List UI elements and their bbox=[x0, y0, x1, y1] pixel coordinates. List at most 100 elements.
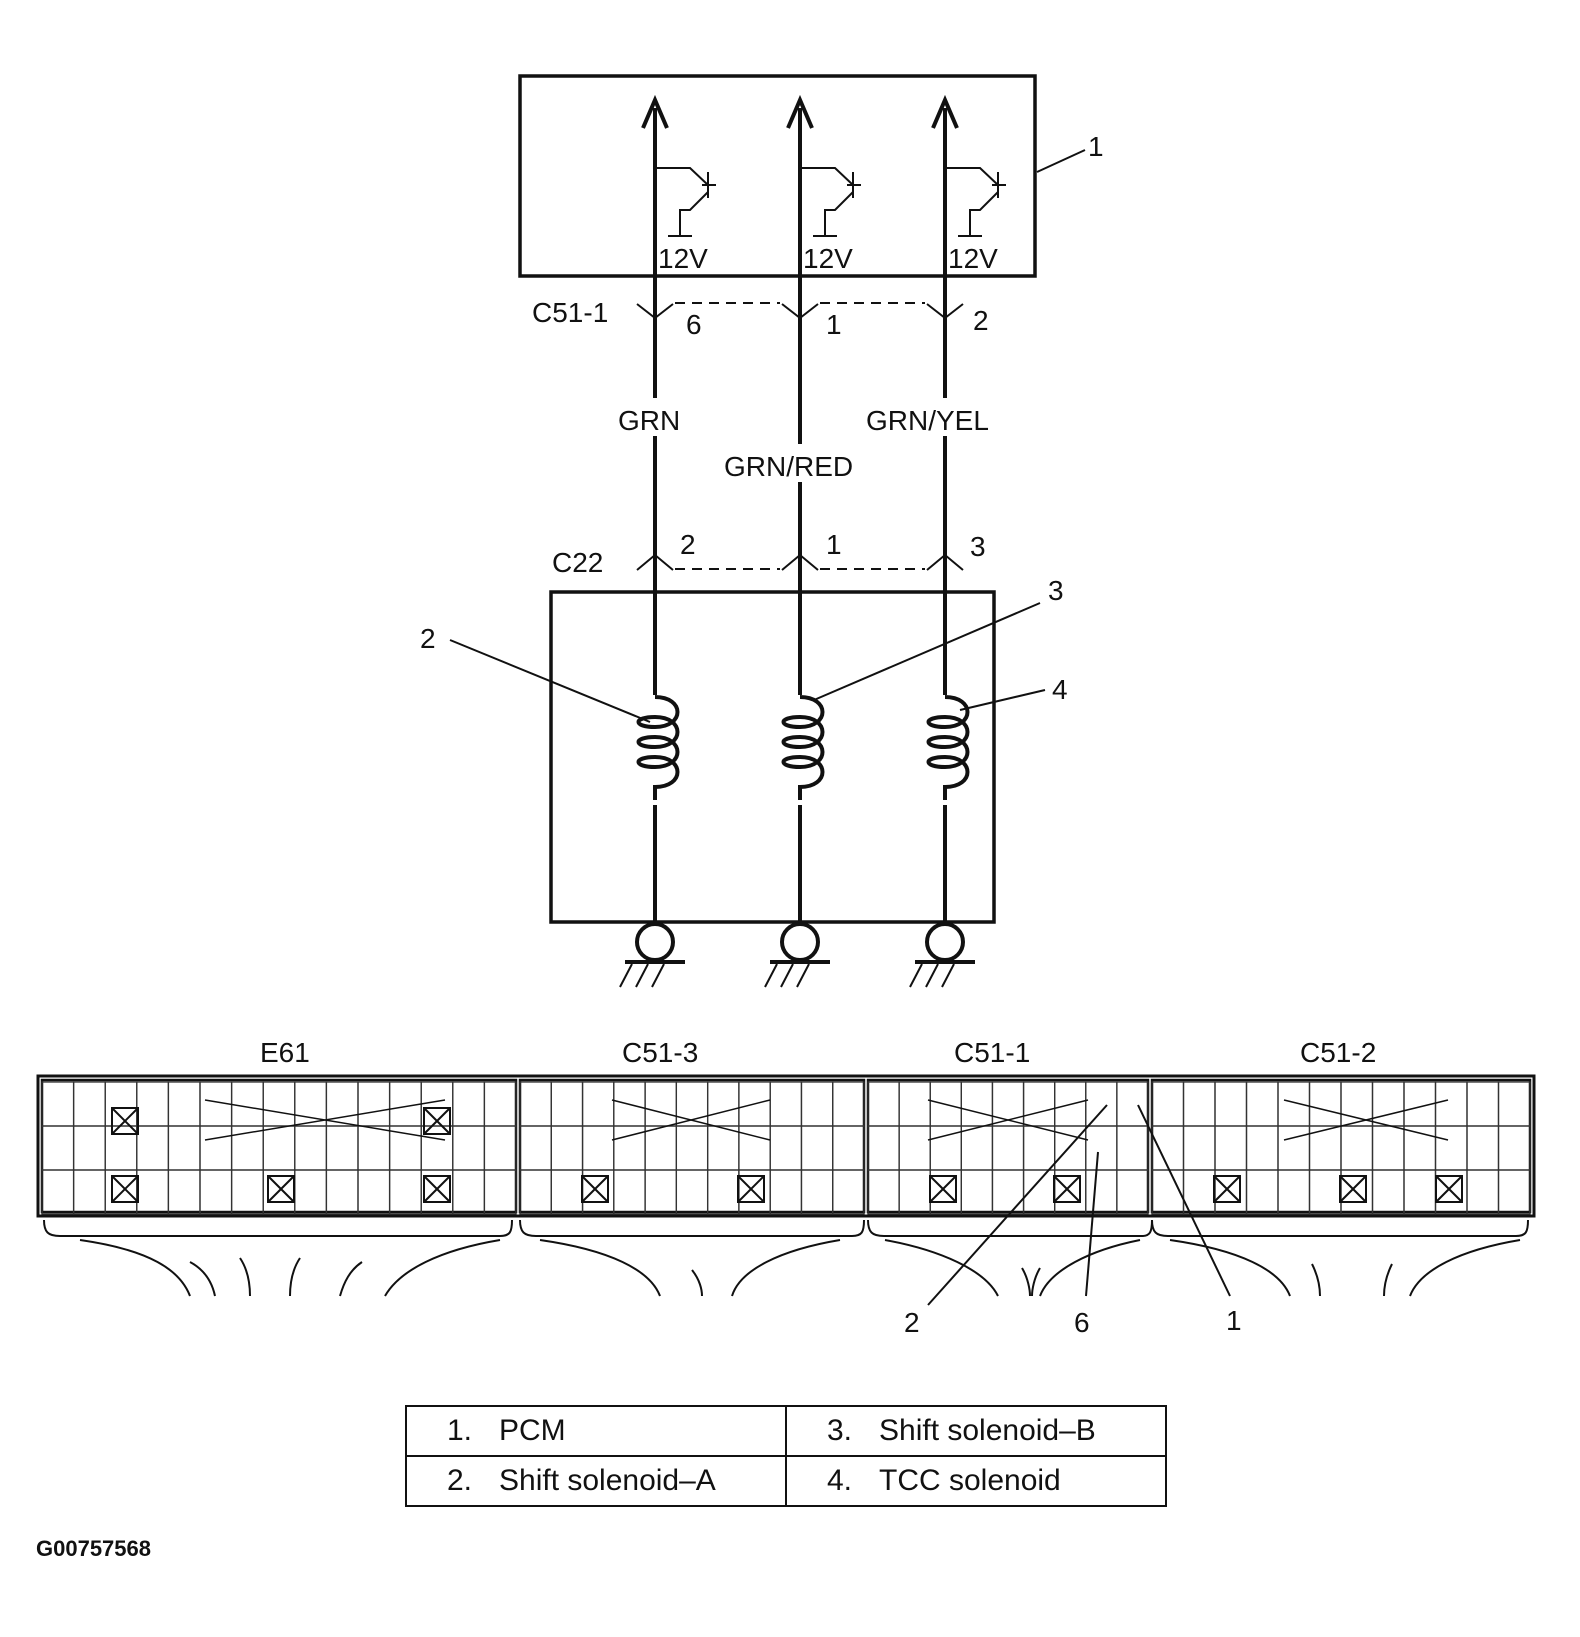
pin-cell bbox=[832, 1125, 865, 1171]
connector-c22: C22 2 1 3 bbox=[552, 529, 986, 578]
ground-3 bbox=[909, 922, 975, 988]
connector-section bbox=[518, 1078, 866, 1214]
pin-cell bbox=[1245, 1081, 1279, 1127]
pin-cell bbox=[867, 1125, 900, 1171]
pin-cell bbox=[960, 1125, 994, 1171]
legend-row: 2.Shift solenoid–A 4.TCC solenoid bbox=[405, 1455, 1167, 1507]
blocked-pin bbox=[1339, 1175, 1367, 1203]
pin-cell bbox=[769, 1125, 803, 1171]
blocked-pin bbox=[1435, 1175, 1463, 1203]
pin-cell bbox=[613, 1169, 646, 1215]
pin-cell bbox=[1277, 1125, 1311, 1171]
pin-cell bbox=[991, 1169, 1025, 1215]
legend-table: 1.PCM 3.Shift solenoid–B 2.Shift solenoi… bbox=[405, 1405, 1167, 1507]
pin-cell bbox=[136, 1081, 170, 1127]
pin-cell bbox=[167, 1125, 201, 1171]
face-label-c51-1: C51-1 bbox=[954, 1037, 1030, 1068]
pin-cell bbox=[452, 1125, 486, 1171]
figure-id: G00757568 bbox=[36, 1536, 151, 1561]
legend-item-shift-solenoid-b: 3.Shift solenoid–B bbox=[785, 1405, 1167, 1457]
pin-cell bbox=[1182, 1081, 1216, 1127]
c51-1-pin-2: 2 bbox=[973, 305, 989, 336]
blocked-pin bbox=[267, 1175, 295, 1203]
solenoid-box bbox=[549, 590, 996, 924]
key-cross bbox=[1283, 1099, 1449, 1141]
pin-cell bbox=[960, 1081, 994, 1127]
pin-cell bbox=[898, 1081, 931, 1127]
blocked-pin bbox=[737, 1175, 765, 1203]
blocked-pin bbox=[581, 1175, 609, 1203]
pin-cell bbox=[581, 1125, 615, 1171]
supply-12v-1: 12V bbox=[658, 243, 708, 274]
blocked-pin bbox=[581, 1175, 609, 1203]
face-label-c51-3: C51-3 bbox=[622, 1037, 698, 1068]
pin-cell bbox=[167, 1169, 201, 1215]
blocked-pin bbox=[929, 1175, 957, 1203]
pin-cell bbox=[1085, 1125, 1118, 1171]
supply-12v-2: 12V bbox=[803, 243, 853, 274]
pin-cell bbox=[1151, 1125, 1185, 1171]
pcm-callout: 1 bbox=[1088, 131, 1104, 162]
pin-cell bbox=[581, 1081, 615, 1127]
pin-cell bbox=[1497, 1169, 1531, 1215]
pin-cell bbox=[1466, 1081, 1500, 1127]
pin-cell bbox=[1214, 1081, 1248, 1127]
legend-item-shift-solenoid-a: 2.Shift solenoid–A bbox=[405, 1455, 787, 1507]
connector-c51-1: C51-1 6 1 2 bbox=[532, 297, 989, 340]
pin-cell bbox=[41, 1081, 75, 1127]
c51-1-pin-1: 1 bbox=[826, 309, 842, 340]
pin-cell bbox=[325, 1169, 359, 1215]
pin-cell bbox=[1116, 1125, 1149, 1171]
wire-label-grn-red: GRN/RED bbox=[724, 451, 853, 482]
pin-cell bbox=[800, 1169, 834, 1215]
pin-cell bbox=[1085, 1169, 1118, 1215]
blocked-pin bbox=[111, 1175, 139, 1203]
pin-cell bbox=[41, 1125, 75, 1171]
pin-cell bbox=[1182, 1125, 1216, 1171]
pin-cell bbox=[1466, 1169, 1500, 1215]
blocked-pin bbox=[929, 1175, 957, 1203]
blocked-pin bbox=[1053, 1175, 1081, 1203]
pin-cell bbox=[867, 1169, 900, 1215]
pin-cell bbox=[832, 1081, 865, 1127]
pin-cell bbox=[483, 1081, 517, 1127]
pin-cell bbox=[1308, 1081, 1342, 1127]
c51-1-pin-6: 6 bbox=[686, 309, 702, 340]
legend-row: 1.PCM 3.Shift solenoid–B bbox=[405, 1405, 1167, 1457]
pin-callout-1: 1 bbox=[1226, 1305, 1242, 1336]
pin-cell bbox=[1022, 1081, 1056, 1127]
pin-cell bbox=[1497, 1081, 1531, 1127]
pin-cell bbox=[199, 1125, 233, 1171]
blocked-pin bbox=[423, 1175, 451, 1203]
pin-cell bbox=[644, 1125, 678, 1171]
blocked-pin bbox=[267, 1175, 295, 1203]
pin-cell bbox=[357, 1125, 391, 1171]
pin-cell bbox=[1151, 1169, 1185, 1215]
blocked-pin bbox=[423, 1107, 451, 1135]
pin-cell bbox=[1151, 1081, 1185, 1127]
pin-cell bbox=[519, 1081, 552, 1127]
transistor-3: 12V bbox=[945, 167, 1006, 274]
coil-tcc-solenoid bbox=[926, 695, 970, 805]
pin-cell bbox=[420, 1081, 454, 1127]
pin-cell bbox=[72, 1081, 106, 1127]
coil-callout-4: 4 bbox=[1052, 674, 1068, 705]
pin-callout-6: 6 bbox=[1074, 1307, 1090, 1338]
pin-cell bbox=[357, 1169, 391, 1215]
key-cross bbox=[611, 1099, 771, 1141]
pcm-callout-leader bbox=[1036, 149, 1086, 173]
pin-cell bbox=[644, 1081, 678, 1127]
blocked-pin bbox=[1053, 1175, 1081, 1203]
pin-cell bbox=[1403, 1169, 1437, 1215]
pin-cell bbox=[1245, 1125, 1279, 1171]
pin-cell bbox=[72, 1169, 106, 1215]
pin-cell bbox=[483, 1169, 517, 1215]
pin-cell bbox=[388, 1169, 422, 1215]
pin-callout-2: 2 bbox=[904, 1307, 920, 1338]
transistor-2: 12V bbox=[800, 167, 861, 274]
wire-label-grn: GRN bbox=[618, 405, 680, 436]
pin-cell bbox=[675, 1169, 709, 1215]
pin-cell bbox=[1214, 1125, 1248, 1171]
pin-cell bbox=[388, 1125, 422, 1171]
coil-callout-2: 2 bbox=[420, 623, 436, 654]
